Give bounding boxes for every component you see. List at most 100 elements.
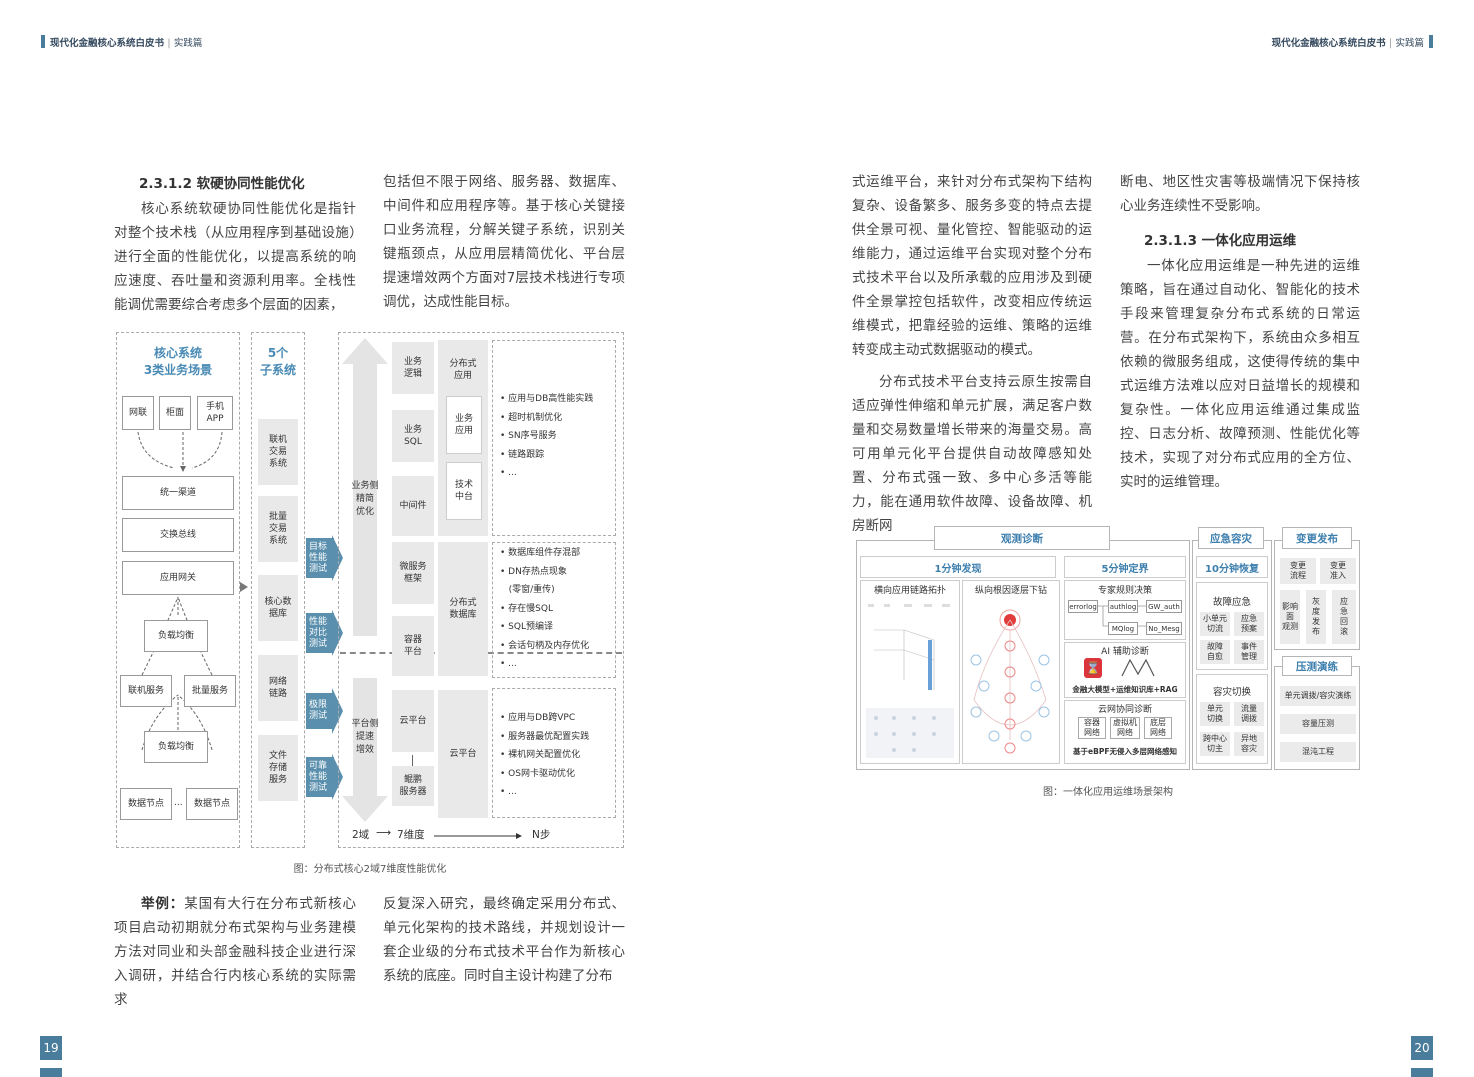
rule-links — [1098, 605, 1146, 627]
bullet-item: • DN存热点现象 — [500, 566, 567, 577]
bullet-item: • ... — [500, 659, 517, 669]
scenario-column — [116, 332, 240, 848]
arrow-business-side: 业务侧 精简 优化 — [351, 481, 379, 517]
stress-drill-head: 压测演练 — [1282, 656, 1352, 676]
layer-middleware: 中间件 — [392, 476, 434, 536]
header-left-section: 实践篇 — [173, 38, 203, 49]
data-node-2: 数据节点 — [186, 788, 238, 820]
channel-merge-arrows — [137, 431, 223, 472]
tech-stack-column — [338, 332, 624, 848]
subsystem-column-title: 5个 子系统 — [259, 346, 296, 377]
change-gray-release: 灰 度 发 布 — [1306, 590, 1326, 644]
layer-container-platform: 容器 平台 — [392, 616, 434, 676]
page-number-right: 20 — [1411, 1036, 1433, 1060]
five-minute-locate: 5分钟定界 — [1064, 556, 1186, 578]
batch-service: 批量服务 — [184, 675, 236, 707]
header-right-section: 实践篇 — [1395, 38, 1424, 49]
figure2-caption: 图：一体化应用运维场景架构 — [1043, 787, 1173, 798]
subsystem-batch-trade: 批量 交易 系统 — [258, 496, 298, 562]
stress-unit-drill: 单元调拨/容灾演练 — [1280, 686, 1356, 706]
axis-n-step: N步 — [532, 829, 551, 841]
subsystem-core-db: 核心数 据库 — [258, 575, 298, 641]
bullet-item: • SN序号服务 — [500, 431, 557, 441]
right-para-top: 式运维平台，来针对分布式架构下结构复杂、设备繁多、服务多变的特点去提供全景可视、… — [852, 174, 1092, 358]
bullet-item: (零窗/重传) — [500, 585, 555, 595]
left-example-cont: 反复深入研究，最终确定采用分布式、单元化架构的技术路线，并规划设计一套企业级的分… — [383, 896, 625, 984]
layer-microservice-framework: 微服务 框架 — [392, 542, 434, 604]
ai-model-icon: ⌛ — [1084, 658, 1102, 678]
ai-m-logo-icon — [1121, 658, 1155, 677]
stress-capacity: 容量压测 — [1280, 714, 1356, 734]
test-limit: 极限 测试 — [306, 693, 334, 729]
figure1-caption: 图：分布式核心2域7维度性能优化 — [293, 864, 447, 875]
layer-business-sql: 业务 SQL — [392, 410, 434, 462]
channel-counter: 柜面 — [159, 396, 191, 430]
bullet-item: • OS网卡驱动优化 — [500, 768, 575, 779]
axis-7-dimension: 7维度 — [397, 829, 425, 841]
tech-middle-platform: 技术 中台 — [446, 462, 482, 520]
change-release-head: 变更发布 — [1282, 527, 1352, 549]
header-right-title: 现代化金融核心系统白皮书 — [1271, 38, 1386, 49]
root-cause-graph-icon — [970, 609, 1050, 754]
rule-node-no-mesg: No_Mesg — [1146, 622, 1182, 635]
bullets-app-db: • 应用与DB高性能实践 • 超时机制优化 • SN序号服务 • 链路跟踪 • … — [500, 390, 593, 483]
scenario-column-title: 核心系统 3类业务场景 — [143, 346, 213, 377]
data-node-1: 数据节点 — [120, 788, 172, 820]
test-performance-comparison: 性能 对比 测试 — [306, 613, 334, 653]
dr-cross-center: 跨中心 切主 — [1200, 732, 1230, 756]
header-accent-bar-left — [41, 35, 45, 48]
fault-small-unit: 小单元 切流 — [1200, 612, 1230, 636]
subsystem-online-trade: 联机 交易 系统 — [258, 419, 298, 485]
right-para-3: 一体化应用运维是一种先进的运维策略，旨在通过自动化、智能化的技术手段来管理复杂分… — [1120, 258, 1360, 490]
left-para-1: 核心系统软硬协同性能优化是指针对整个技术栈（从应用程序到基础设施）进行全面的性能… — [114, 201, 356, 313]
fault-plan: 应急 预案 — [1234, 612, 1264, 636]
figure-performance-optimization: 核心系统 3类业务场景 网联 柜面 手机 APP 统一渠道 交换总线 应用网关 … — [114, 330, 626, 850]
subsystem-network-link: 网络 链路 — [258, 655, 298, 721]
bullets-box-1 — [492, 340, 616, 536]
bullet-item: • 会话句柄及内存优化 — [500, 640, 590, 651]
dr-switch-title: 容灾切换 — [1212, 687, 1251, 698]
page-footer-bar-right — [1411, 1068, 1433, 1077]
emergency-head: 应急容灾 — [1198, 527, 1264, 549]
net-vm: 虚拟机 网络 — [1110, 717, 1140, 739]
section-title-2-3-1-3: 2.3.1.3 一体化应用运维 — [1144, 233, 1297, 249]
cloud-net-title: 云网协同诊断 — [1097, 705, 1152, 715]
dr-switch-panel — [1196, 674, 1268, 764]
channel-mobile-app: 手机 APP — [197, 396, 233, 430]
load-balancer-2: 负载均衡 — [144, 731, 208, 763]
observe-diagnose-head: 观测诊断 — [934, 526, 1110, 550]
fault-event-mgmt: 事件 管理 — [1234, 640, 1264, 664]
business-app: 业务 应用 — [446, 396, 482, 454]
test-arrow-icon — [332, 688, 343, 734]
app-gateway: 应用网关 — [122, 561, 234, 595]
bullet-item: • 存在慢SQL — [500, 603, 553, 614]
right-para-2-cont: 断电、地区性灾害等极端情况下保持核心业务连续性不受影响。 — [1120, 174, 1360, 214]
bullet-item: • ... — [500, 468, 517, 478]
bullet-item: • 链路跟踪 — [500, 449, 545, 460]
header-left: 现代化金融核心系统白皮书 | 实践篇 — [50, 38, 203, 49]
dr-traffic: 流量 调拨 — [1234, 702, 1264, 726]
bullets-box-2 — [492, 542, 616, 678]
joint-service: 联机服务 — [120, 675, 172, 707]
change-process: 变更 流程 — [1280, 558, 1316, 584]
figure-integrated-ops: 观测诊断 1分钟发现 5分钟定界 横向应用链路拓扑 纵向根因逐层下钻 专家规则决… — [854, 526, 1362, 772]
header-accent-bar-right — [1429, 35, 1433, 48]
example-text: 某国有大行在分布式新核心项目启动初期就分布式架构与业务建模方法对同业和头部金融科… — [114, 896, 357, 1008]
layer-kunpeng-server: 鲲鹏 服务器 — [392, 766, 434, 806]
dr-remote: 异地 容灾 — [1234, 732, 1264, 756]
change-rollback: 应 急 回 滚 — [1332, 590, 1356, 644]
exchange-bus: 交换总线 — [122, 518, 234, 552]
subsystem-column — [251, 332, 305, 848]
topology-graph-icon — [866, 604, 954, 758]
stress-chaos: 混沌工程 — [1280, 742, 1356, 762]
right-para-2: 分布式技术平台支持云原生按需自适应弹性伸缩和单元扩展，满足客户数量和交易数量增长… — [852, 374, 1092, 534]
bullets-database: • 数据库组件存混部 • DN存热点现象 (零窗/重传) • 存在慢SQL • … — [500, 544, 589, 674]
fault-response-title: 故障应急 — [1212, 597, 1251, 608]
cloud-net-panel — [1064, 700, 1186, 764]
cloud-platform-group: 云平台 — [438, 690, 488, 818]
vertical-drilldown-panel — [962, 580, 1060, 764]
test-target-performance: 目标 性能 测试 — [306, 538, 334, 578]
test-arrow-icon — [332, 754, 343, 800]
test-reliability: 可靠 性能 测试 — [306, 757, 334, 797]
one-minute-discover: 1分钟发现 — [860, 556, 1056, 578]
